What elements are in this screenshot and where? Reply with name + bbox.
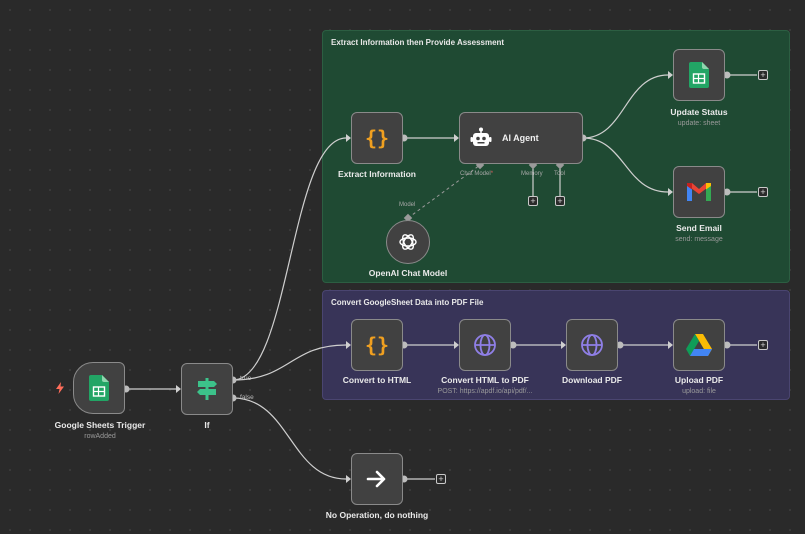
no-operation-node[interactable]: [351, 453, 403, 505]
model-port-label: Model: [399, 202, 416, 208]
node-label: OpenAI Chat Model: [368, 268, 448, 278]
connection-if-true-html: [232, 344, 347, 381]
add-node-button[interactable]: +: [758, 70, 768, 80]
update-status-node[interactable]: [673, 49, 725, 101]
globe-icon: [581, 334, 603, 356]
connection-if-true-extract: [232, 137, 347, 381]
download-pdf-node[interactable]: [566, 319, 618, 371]
extract-information-node[interactable]: {}: [351, 112, 403, 164]
braces-icon: {}: [364, 126, 390, 150]
node-label: Extract Information: [338, 169, 416, 179]
gmail-icon: [687, 183, 711, 201]
node-subtitle: rowAdded: [84, 433, 116, 440]
node-label: AI Agent: [502, 133, 539, 143]
add-node-button[interactable]: +: [758, 340, 768, 350]
node-label: Send Email: [676, 223, 722, 233]
braces-icon: {}: [364, 333, 390, 357]
node-subtitle: send: message: [675, 236, 723, 243]
convert-to-html-node[interactable]: {}: [351, 319, 403, 371]
add-node-button[interactable]: +: [758, 187, 768, 197]
google-sheets-icon: [89, 375, 109, 401]
globe-icon: [474, 334, 496, 356]
sticky-title: Convert GoogleSheet Data into PDF File: [331, 298, 484, 307]
node-label: Convert HTML to PDF: [441, 375, 529, 385]
signpost-icon: [197, 378, 217, 400]
memory-port-label: Memory: [521, 171, 543, 177]
connection-agent-update: [582, 74, 669, 139]
tool-port-label: Tool: [554, 171, 566, 177]
convert-html-to-pdf-node[interactable]: [459, 319, 511, 371]
connection-agent-email: [582, 137, 669, 193]
google-sheets-icon: [689, 62, 709, 88]
connection-model-agent: [407, 164, 481, 219]
openai-icon: [399, 234, 417, 250]
node-label: Upload PDF: [674, 375, 724, 385]
trigger-bolt-icon: [56, 382, 64, 394]
connection-if-false-noop: [232, 397, 347, 480]
node-label: Google Sheets Trigger: [54, 420, 146, 430]
upload-pdf-node[interactable]: [673, 319, 725, 371]
google-sheets-trigger-node[interactable]: [73, 362, 125, 414]
node-subtitle: POST: https://apdf.io/api/pdf/...: [437, 388, 533, 395]
chat-model-port-label: Chat Model*: [460, 171, 494, 177]
node-label: If: [204, 420, 210, 430]
arrow-right-icon: [366, 470, 386, 488]
send-email-node[interactable]: [673, 166, 725, 218]
add-tool-button[interactable]: +: [555, 196, 565, 206]
node-label: Update Status: [670, 107, 728, 117]
if-true-label: true: [240, 375, 252, 382]
node-label: No Operation, do nothing: [325, 510, 429, 520]
node-subtitle: update: sheet: [677, 120, 721, 127]
ai-agent-node[interactable]: AI Agent: [459, 112, 583, 164]
if-node[interactable]: [181, 363, 233, 415]
robot-icon: [470, 127, 492, 146]
add-memory-button[interactable]: +: [528, 196, 538, 206]
node-subtitle: upload: file: [682, 388, 716, 395]
node-label: Download PDF: [562, 375, 622, 385]
openai-chat-model-node[interactable]: [386, 220, 430, 264]
google-drive-icon: [686, 334, 712, 356]
add-node-button[interactable]: +: [436, 474, 446, 484]
node-label: Convert to HTML: [342, 375, 412, 385]
if-false-label: false: [240, 394, 254, 401]
sticky-title: Extract Information then Provide Assessm…: [331, 38, 505, 47]
